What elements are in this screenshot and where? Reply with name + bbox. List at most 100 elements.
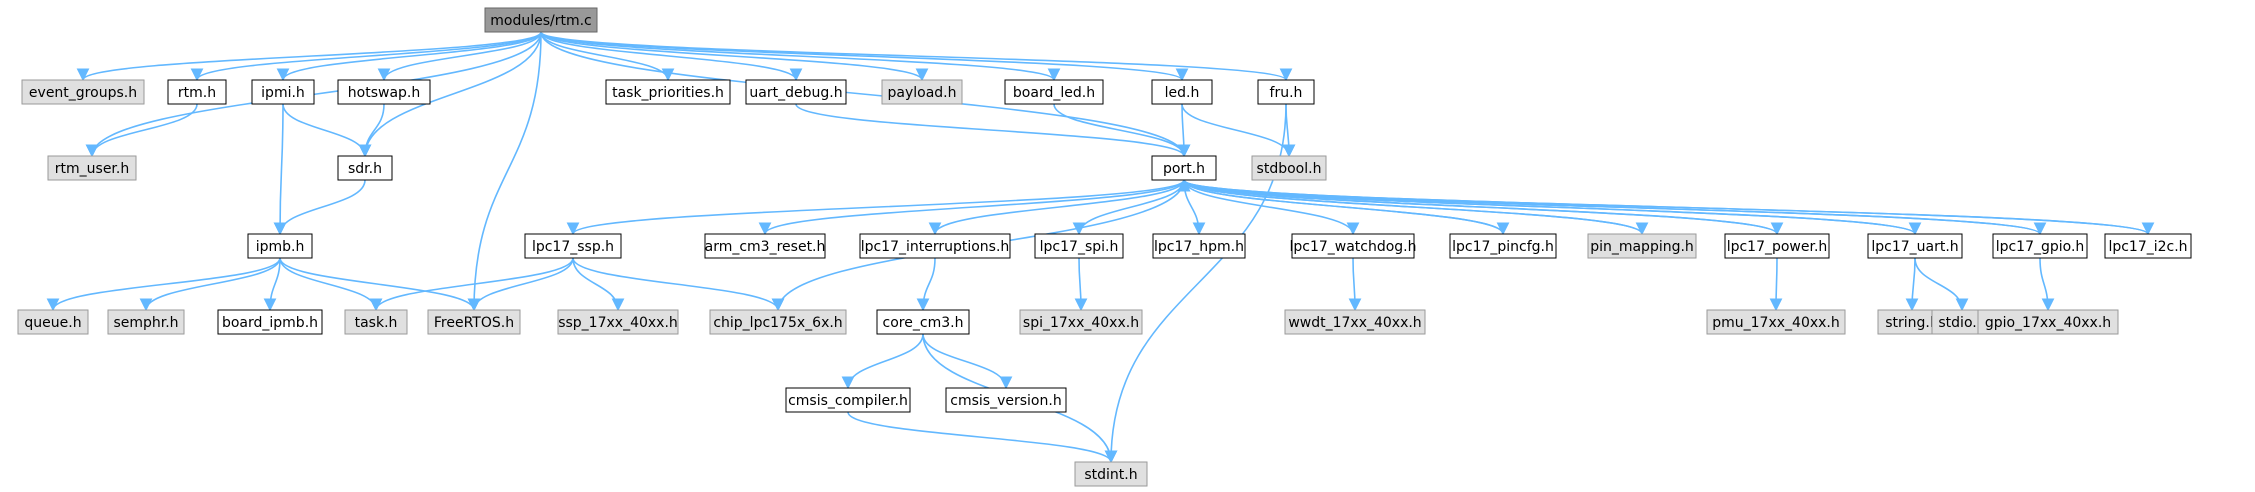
node-box	[945, 387, 1067, 413]
node-label: stdbool.h	[1257, 161, 1322, 177]
node-board-ipmb-h[interactable]: board_ipmb.h	[217, 309, 323, 335]
edge-board-led-h-to-port-h	[1053, 103, 1191, 158]
node-box	[785, 387, 911, 413]
node-ipmi-h[interactable]: ipmi.h	[251, 79, 315, 105]
node-box	[1706, 309, 1846, 335]
node-box	[1151, 79, 1213, 105]
node-box	[337, 79, 431, 105]
node-box	[167, 79, 227, 105]
node-label: gpio_17xx_40xx.h	[1985, 315, 2111, 331]
node-box	[47, 155, 137, 181]
node-label: sdr.h	[348, 161, 382, 177]
node-port-h[interactable]: port.h	[1151, 155, 1217, 181]
edge-lpc17-gpio-h-to-gpio-17xx-40xx-h	[2039, 257, 2055, 312]
node-label: rtm.h	[178, 85, 216, 101]
edge-lpc17-i2c-h-to-port-h	[1178, 178, 2149, 235]
node-box	[881, 79, 963, 105]
node-payload-h: payload.h	[881, 79, 963, 105]
node-box	[17, 309, 89, 335]
node-label: hotswap.h	[348, 85, 420, 101]
node-box	[1867, 233, 1963, 259]
node-cmsis-compiler-h[interactable]: cmsis_compiler.h	[785, 387, 911, 413]
node-task-priorities-h[interactable]: task_priorities.h	[605, 79, 731, 105]
node-label: lpc17_pincfg.h	[1452, 239, 1554, 255]
node-box	[217, 309, 323, 335]
node-ipmb-h[interactable]: ipmb.h	[247, 233, 313, 259]
edge-lpc17-ssp-h-to-chip-lpc175x-6x-h	[572, 257, 785, 312]
node-label: lpc17_hpm.h	[1154, 239, 1244, 255]
node-label: wwdt_17xx_40xx.h	[1288, 315, 1421, 331]
node-core-cm3-h[interactable]: core_cm3.h	[876, 309, 970, 335]
node-uart-debug-h[interactable]: uart_debug.h	[745, 79, 847, 105]
node-lpc17-pincfg-h[interactable]: lpc17_pincfg.h	[1449, 233, 1557, 259]
node-label: arm_cm3_reset.h	[705, 239, 826, 255]
node-label: stdio.h	[1938, 315, 1985, 331]
node-lpc17-uart-h[interactable]: lpc17_uart.h	[1867, 233, 1963, 259]
node-label: board_ipmb.h	[222, 315, 318, 331]
node-box	[709, 309, 847, 335]
node-box	[21, 79, 145, 105]
edge-rtm-c-to-sdr-h	[358, 31, 542, 158]
node-led-h[interactable]: led.h	[1151, 79, 1213, 105]
edge-ipmb-h-to-board-ipmb-h	[263, 257, 281, 312]
edge-lpc17-ssp-h-to-freertos-h	[467, 257, 574, 312]
node-lpc17-gpio-h[interactable]: lpc17_gpio.h	[1992, 233, 2088, 259]
node-box	[1004, 79, 1104, 105]
node-lpc17-ssp-h[interactable]: lpc17_ssp.h	[524, 233, 622, 259]
node-box	[1724, 233, 1830, 259]
node-fru-h[interactable]: fru.h	[1257, 79, 1315, 105]
node-arm-cm3-reset-h[interactable]: arm_cm3_reset.h	[704, 233, 826, 259]
edge-rtm-c-to-freertos-h	[467, 31, 542, 312]
edge-ipmb-h-to-freertos-h	[279, 257, 481, 312]
edge-lpc17-uart-h-to-port-h	[1177, 178, 1916, 235]
node-rtm-user-h: rtm_user.h	[47, 155, 137, 181]
edge-lpc17-power-h-to-port-h	[1177, 178, 1778, 235]
node-lpc17-i2c-h[interactable]: lpc17_i2c.h	[2104, 233, 2192, 259]
node-lpc17-power-h[interactable]: lpc17_power.h	[1724, 233, 1830, 259]
node-label: semphr.h	[113, 315, 178, 331]
node-box	[337, 155, 393, 181]
node-gpio-17xx-40xx-h: gpio_17xx_40xx.h	[1977, 309, 2119, 335]
node-lpc17-watchdog-h[interactable]: lpc17_watchdog.h	[1289, 233, 1417, 259]
node-label: chip_lpc175x_6x.h	[713, 315, 842, 331]
node-box	[1152, 233, 1246, 259]
edge-led-h-to-stdbool-h	[1181, 103, 1296, 158]
node-lpc17-hpm-h[interactable]: lpc17_hpm.h	[1152, 233, 1246, 259]
node-cmsis-version-h[interactable]: cmsis_version.h	[945, 387, 1067, 413]
node-label: led.h	[1165, 85, 1200, 101]
node-box	[1151, 155, 1217, 181]
node-task-h: task.h	[344, 309, 408, 335]
node-stdbool-h: stdbool.h	[1251, 155, 1327, 181]
node-label: modules/rtm.c	[490, 13, 592, 29]
node-label: lpc17_ssp.h	[532, 239, 614, 255]
edge-uart-debug-h-to-port-h	[795, 103, 1191, 158]
node-box	[605, 79, 731, 105]
node-board-led-h[interactable]: board_led.h	[1004, 79, 1104, 105]
edge-core-cm3-h-to-cmsis-compiler-h	[841, 333, 924, 390]
edge-lpc17-power-h-to-pmu-17xx-40xx-h	[1769, 257, 1783, 312]
node-box	[524, 233, 622, 259]
node-box	[876, 309, 970, 335]
node-lpc17-spi-h[interactable]: lpc17_spi.h	[1034, 233, 1124, 259]
node-label: lpc17_spi.h	[1040, 239, 1119, 255]
edge-rtm-c-to-rtm-h	[190, 31, 542, 82]
node-box	[557, 309, 679, 335]
edge-rtm-c-to-board-led-h	[540, 31, 1061, 82]
edge-ipmb-h-to-task-h	[279, 257, 383, 312]
node-rtm-h[interactable]: rtm.h	[167, 79, 227, 105]
node-hotswap-h[interactable]: hotswap.h	[337, 79, 431, 105]
node-box	[1074, 461, 1148, 487]
node-box	[745, 79, 847, 105]
node-box	[1992, 233, 2088, 259]
node-label: lpc17_gpio.h	[1996, 239, 2085, 255]
node-box	[247, 233, 313, 259]
node-label: queue.h	[24, 315, 81, 331]
node-lpc17-interruptions-h[interactable]: lpc17_interruptions.h	[859, 233, 1011, 259]
node-semphr-h: semphr.h	[107, 309, 185, 335]
node-pmu-17xx-40xx-h: pmu_17xx_40xx.h	[1706, 309, 1846, 335]
node-sdr-h[interactable]: sdr.h	[337, 155, 393, 181]
node-wwdt-17xx-40xx-h: wwdt_17xx_40xx.h	[1284, 309, 1426, 335]
edge-rtm-h-to-rtm-user-h	[85, 103, 198, 158]
node-rtm-c[interactable]: modules/rtm.c	[484, 7, 598, 33]
edge-pin-mapping-h-to-port-h	[1177, 178, 1643, 235]
